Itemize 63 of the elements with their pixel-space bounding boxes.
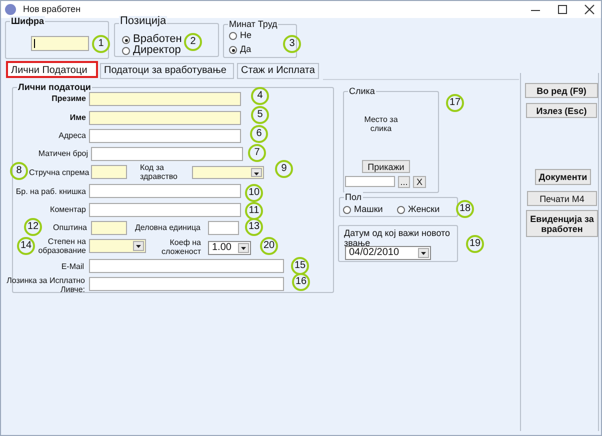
group-title: Слика [348, 86, 376, 96]
button: Евиденција за вработен [526, 210, 598, 237]
callout-number: 6 [250, 125, 268, 143]
option-label: Директор [133, 44, 181, 56]
field-label: Лозинка за Исплатно Ливче: [6, 276, 85, 294]
field-label: Степен на образование [37, 237, 86, 255]
window-title: Нов вработен [23, 4, 81, 14]
option-label: Не [240, 30, 252, 40]
callout-number: 3 [283, 35, 301, 53]
field-label: Коментар [49, 205, 86, 214]
callout-number: 11 [245, 202, 263, 220]
tab: Лични Податоци [6, 61, 98, 78]
field-label: Коеф на сложеност [160, 238, 201, 256]
button: ... [398, 176, 410, 188]
button: Документи [535, 169, 591, 185]
callout-number: 17 [446, 94, 464, 112]
button: Печати M4 [527, 191, 597, 206]
field-label: Стручна спрема [29, 168, 87, 177]
option-label: Женски [408, 204, 440, 214]
field-label: Адреса [58, 131, 86, 140]
option-label: Да [240, 44, 252, 54]
callout-number: 15 [291, 257, 309, 275]
callout-number: 20 [260, 237, 278, 255]
callout-number: 1 [92, 35, 110, 53]
field-label: E-Mail [60, 262, 84, 271]
group-title: Позиција [119, 16, 168, 26]
callout-number: 7 [248, 144, 266, 162]
dropdown-field: 04/02/2010 [345, 246, 431, 260]
button: Прикажи [362, 160, 410, 173]
field-label: Код за здравство [140, 163, 178, 181]
group-title: Шифра [10, 16, 45, 26]
option-label: Машки [354, 204, 383, 214]
group-title: Лични податоци [17, 82, 92, 92]
option-label: Вработен [133, 33, 182, 45]
field-label: Презиме [50, 94, 86, 103]
button: X [413, 176, 426, 188]
group-title: Минат Труд [228, 19, 278, 29]
callout-number: 4 [251, 87, 269, 105]
callout-number: 18 [456, 200, 474, 218]
callout-number: 8 [10, 162, 28, 180]
tab: Податоци за вработување [100, 63, 234, 79]
button: Во ред (F9) [525, 83, 598, 98]
callout-number: 10 [245, 184, 263, 202]
callout-number: 16 [292, 273, 310, 291]
group-title: Пол [344, 192, 363, 202]
button: Излез (Esc) [526, 103, 597, 118]
placeholder-text: Место за слика [363, 115, 399, 133]
callout-number: 19 [466, 235, 484, 253]
callout-number: 13 [245, 218, 263, 236]
field-label: Деловна единица [135, 223, 202, 232]
field-label: Општина [52, 223, 87, 232]
callout-number: 12 [24, 218, 42, 236]
field-label: Име [68, 113, 86, 122]
group-frame [338, 225, 458, 262]
dropdown-field: 1.00 [208, 241, 251, 255]
tab: Стаж и Исплата [237, 63, 319, 79]
group-title: Датум од кој важи новото звање [343, 228, 452, 248]
field-label: Матичен број [37, 149, 88, 158]
callout-number: 9 [275, 160, 293, 178]
callout-number: 14 [17, 237, 35, 255]
callout-number: 2 [184, 33, 202, 51]
field-label: Бр. на раб. книшка [14, 187, 86, 196]
callout-number: 5 [251, 106, 269, 124]
